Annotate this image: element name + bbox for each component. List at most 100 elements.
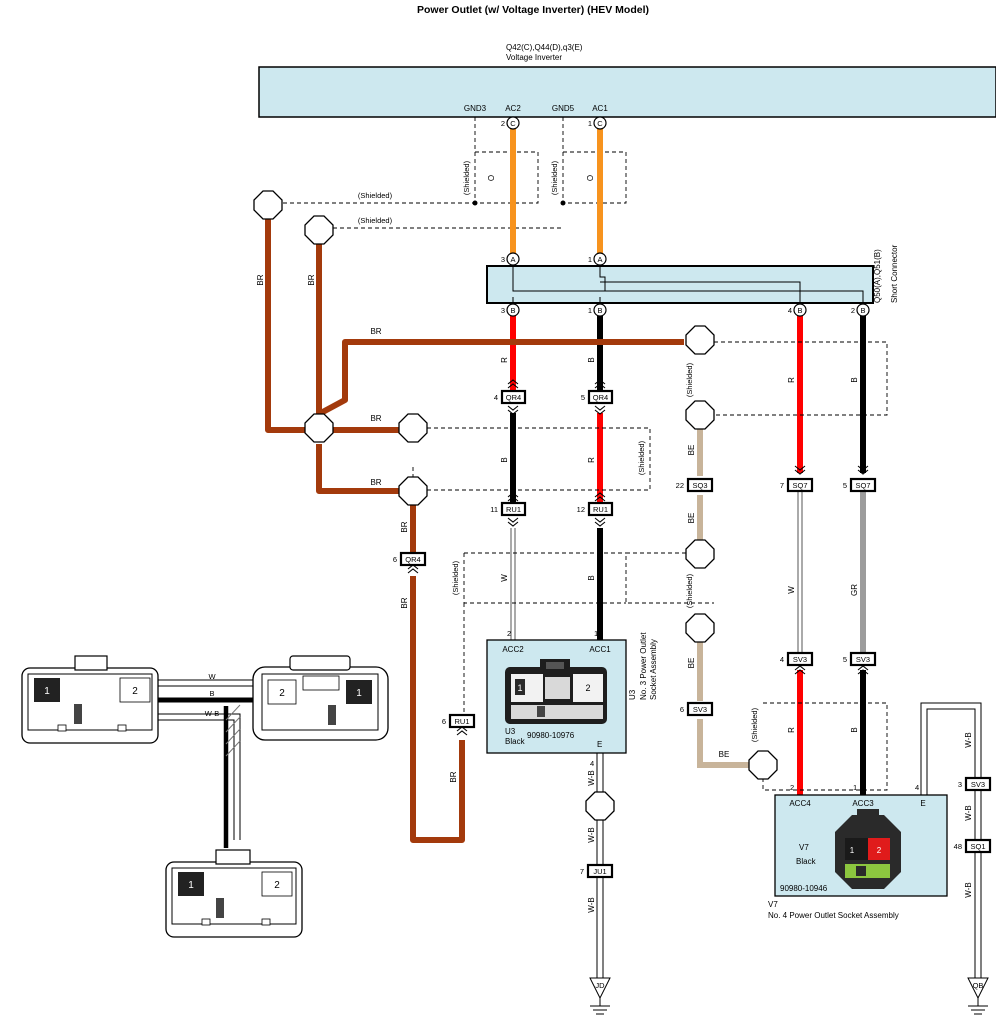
junction-connectors: QR4 4 QR4 5 RU1 11 RU1 12 QR4 6 RU1 6 SQ… (393, 379, 992, 879)
junction-node (304, 215, 334, 245)
svg-text:5: 5 (843, 655, 847, 664)
shielded-label: (Shielded) (685, 362, 694, 397)
short-connector-internal (512, 265, 864, 304)
svg-text:B: B (587, 575, 596, 580)
wire-wb-ground (596, 702, 982, 978)
short-connector-box (486, 265, 874, 304)
svg-text:1: 1 (356, 688, 362, 699)
svg-text:W-B: W-B (964, 805, 973, 820)
svg-text:4: 4 (788, 306, 792, 315)
inverter-code: Q42(C),Q44(D),q3(E) (506, 43, 583, 52)
junction-node (685, 400, 715, 430)
diagram-title: Power Outlet (w/ Voltage Inverter) (HEV … (417, 4, 649, 16)
junction-node (398, 476, 428, 506)
svg-text:W: W (500, 574, 509, 582)
svg-text:2: 2 (877, 846, 882, 855)
connector-sq1: SQ1 (970, 842, 985, 851)
svg-text:2: 2 (274, 880, 280, 891)
pin-name-ac1: AC1 (592, 104, 608, 113)
svg-text:B: B (209, 689, 214, 698)
svg-text:BR: BR (307, 274, 316, 285)
u3-connector-face: 1 2 (505, 659, 607, 724)
svg-text:1: 1 (594, 629, 598, 638)
voltage-inverter-box (258, 66, 996, 118)
svg-text:1: 1 (517, 683, 522, 693)
svg-text:W-B: W-B (964, 732, 973, 747)
svg-text:1: 1 (188, 880, 194, 891)
svg-text:A: A (597, 255, 602, 264)
svg-text:BR: BR (400, 597, 409, 608)
pin-name-ac2: AC2 (505, 104, 521, 113)
shielded-label: (Shielded) (550, 160, 559, 195)
v7-part-number: 90980-10946 (780, 884, 828, 893)
pin-name-gnd3: GND3 (464, 104, 487, 113)
svg-text:4: 4 (590, 759, 594, 768)
wire-beige (697, 719, 749, 768)
svg-text:7: 7 (580, 867, 584, 876)
shield-junction-dot (560, 200, 566, 206)
ground-jd: JD (589, 977, 611, 1015)
svg-text:BR: BR (370, 414, 381, 423)
v7-color: Black (796, 857, 817, 866)
v7-caption-name: No. 4 Power Outlet Socket Assembly (768, 911, 899, 920)
connector-sv3: SV3 (693, 705, 707, 714)
svg-text:7: 7 (780, 481, 784, 490)
v7-connector-face: 1 2 (835, 809, 901, 889)
svg-text:R: R (787, 377, 796, 383)
connector-ru1: RU1 (593, 505, 608, 514)
inverter-name: Voltage Inverter (506, 53, 562, 62)
svg-text:22: 22 (676, 481, 684, 490)
svg-text:2: 2 (132, 686, 138, 697)
v7-code: V7 (799, 843, 809, 852)
svg-text:C: C (510, 119, 516, 128)
svg-text:B: B (850, 377, 859, 382)
pin-name-acc1: ACC1 (589, 645, 611, 654)
svg-text:BR: BR (370, 327, 381, 336)
svg-text:C: C (597, 119, 603, 128)
shielded-label: (Shielded) (358, 191, 393, 200)
svg-text:6: 6 (393, 555, 397, 564)
svg-text:JD: JD (595, 981, 605, 990)
pin-name-acc3: ACC3 (852, 799, 874, 808)
connector-qr4: QR4 (506, 393, 521, 402)
inset-connector-bottom: 1 2 (165, 849, 303, 938)
svg-text:B: B (510, 306, 515, 315)
svg-text:2: 2 (851, 306, 855, 315)
shielded-label: (Shielded) (462, 160, 471, 195)
svg-text:GR: GR (850, 584, 859, 596)
svg-text:W: W (208, 672, 216, 681)
connector-sq3: SQ3 (692, 481, 707, 490)
connector-ju1: JU1 (593, 867, 606, 876)
junction-nodes (253, 190, 778, 821)
u3-part-number: 90980-10976 (527, 731, 575, 740)
wire-color-label: O (487, 175, 496, 181)
svg-text:BR: BR (256, 274, 265, 285)
u3-color: Black (505, 737, 526, 746)
svg-text:6: 6 (680, 705, 684, 714)
svg-text:BR: BR (370, 478, 381, 487)
u3-code: U3 (505, 727, 516, 736)
connector-ru1: RU1 (506, 505, 521, 514)
pin-circles: C 2 C 1 A 3 A 1 B 3 B 1 B 4 B 2 (501, 116, 870, 317)
ground-qb: QB (967, 977, 989, 1015)
svg-text:B: B (500, 457, 509, 462)
u3-side-name: No. 3 Power Outlet (639, 632, 648, 700)
svg-text:W-B: W-B (587, 770, 596, 785)
svg-text:5: 5 (843, 481, 847, 490)
junction-node (304, 413, 334, 443)
u3-side-name2: Socket Assembly (649, 639, 658, 700)
svg-text:2: 2 (507, 629, 511, 638)
v7-caption-code: V7 (768, 900, 778, 909)
junction-node (398, 413, 428, 443)
svg-text:6: 6 (442, 717, 446, 726)
svg-text:W-B: W-B (205, 709, 219, 718)
svg-text:BE: BE (719, 750, 730, 759)
junction-node (748, 750, 778, 780)
connector-qr4: QR4 (593, 393, 608, 402)
wire-brown-network (265, 218, 684, 843)
svg-text:4: 4 (494, 393, 498, 402)
short-connector-code: Q50(A),Q51(B) (873, 249, 882, 303)
svg-text:4: 4 (915, 783, 919, 792)
svg-text:B: B (850, 727, 859, 732)
